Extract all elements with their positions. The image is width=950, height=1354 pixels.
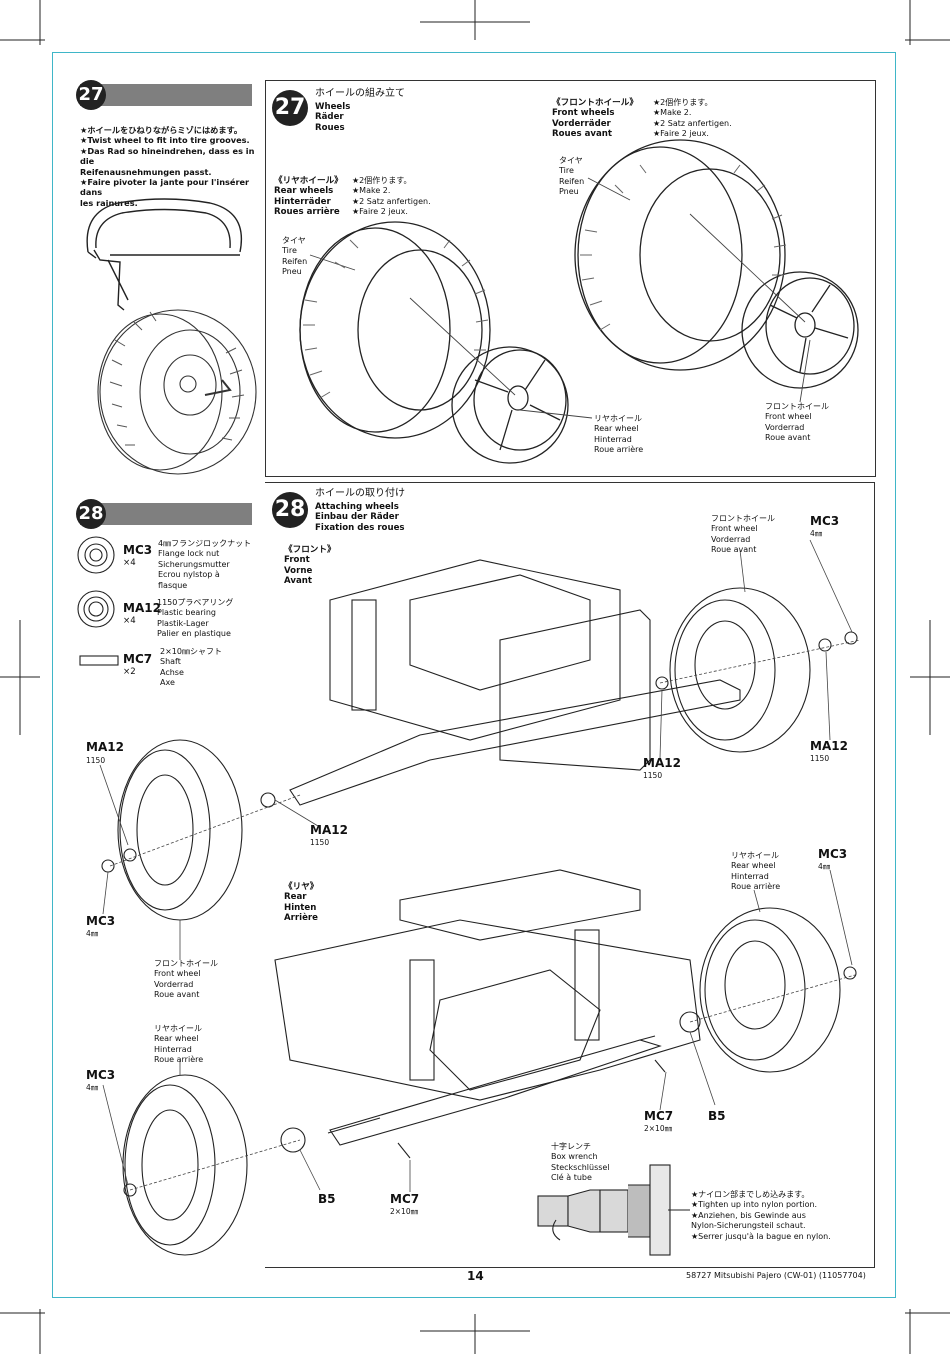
label-ma12-front-left-sub: 1150 [86,756,106,765]
label-mc3-rear-left-sub: 4㎜ [86,1083,99,1092]
label-mc3-rear-right-sub: 4㎜ [818,862,831,871]
part-code-mc3: MC3 [123,543,153,557]
step27-front-wheel-label: フロントホイール Front wheel Vorderrad Roue avan… [765,402,829,443]
step27-panel [265,80,876,477]
label-mc7-rear-left-sub: 2×10㎜ [390,1207,419,1216]
step28-sidebar-number: 28 [76,499,106,529]
part-code-ma12: MA12 [123,601,161,615]
step27-sidebar-header [80,84,252,106]
label-front-wheel-right: フロントホイール Front wheel Vorderrad Roue avan… [711,514,775,555]
label-mc3-front-right-sub: 4㎜ [810,529,823,538]
part-qty-mc3: ×4 [123,558,136,568]
label-rear-wheel-left: リヤホイール Rear wheel Hinterrad Roue arrière [154,1024,204,1065]
label-b5-rear-right: B5 [708,1109,726,1123]
step27-tire-label-front: タイヤ Tire Reifen Pneu [559,156,585,197]
label-mc3-front-right: MC3 [810,514,840,528]
step28-rear-heading: 《リヤ》 Rear Hinten Arrière [284,882,319,924]
label-mc7-rear-left: MC7 [390,1192,420,1206]
product-code: 58727 Mitsubishi Pajero (CW-01) (1105770… [686,1271,866,1280]
step27-rear-make: ★2個作ります。 ★Make 2. ★2 Satz anfertigen. ★F… [352,176,431,217]
step27-tire-label-rear: タイヤ Tire Reifen Pneu [282,236,308,277]
part-qty-mc7: ×2 [123,667,136,677]
part-desc-ma12: 1150プラベアリング Plastic bearing Plastik-Lage… [157,598,234,639]
step28-front-heading: 《フロント》 Front Vorne Avant [284,545,336,587]
part-qty-ma12: ×4 [123,616,136,626]
step27-rear-wheel-label: リヤホイール Rear wheel Hinterrad Roue arrière [594,414,644,455]
step27-front-heading: 《フロントホイール》 Front wheels Vorderräder Roue… [552,98,638,140]
step27-title: Wheels Räder Roues [315,102,351,133]
label-mc3-front-left: MC3 [86,914,116,928]
label-ma12-front-right-outer: MA12 [810,739,848,753]
step27-title-jp: ホイールの組み立て [315,88,405,99]
box-wrench-label: 十字レンチ Box wrench Steckschlüssel Clé à tu… [551,1142,610,1183]
step27-sidebar-number: 27 [76,80,106,110]
part-desc-mc7: 2×10㎜シャフト Shaft Achse Axe [160,647,222,688]
step27-number: 27 [272,90,308,126]
step28-sidebar-header [80,503,252,525]
label-ma12-front-center: MA12 [310,823,348,837]
page-number: 14 [467,1269,484,1283]
label-front-wheel-left: フロントホイール Front wheel Vorderrad Roue avan… [154,959,218,1000]
label-mc7-rear-right: MC7 [644,1109,674,1123]
label-mc3-rear-left: MC3 [86,1068,116,1082]
label-b5-rear-left: B5 [318,1192,336,1206]
part-code-mc7: MC7 [123,652,153,666]
label-mc3-front-left-sub: 4㎜ [86,929,99,938]
step28-title: Attaching wheels Einbau der Räder Fixati… [315,502,405,533]
label-ma12-front-right-outer-sub: 1150 [810,754,830,763]
step28-number: 28 [272,492,308,528]
step28-title-jp: ホイールの取り付け [315,488,405,499]
label-ma12-front-right-inner-sub: 1150 [643,771,663,780]
step27-front-make: ★2個作ります。 ★Make 2. ★2 Satz anfertigen. ★F… [653,98,732,139]
label-ma12-front-center-sub: 1150 [310,838,330,847]
label-mc3-rear-right: MC3 [818,847,848,861]
step27-rear-heading: 《リヤホイール》 Rear wheels Hinterräder Roues a… [274,176,343,218]
label-mc7-rear-right-sub: 2×10㎜ [644,1124,673,1133]
tighten-note: ★ナイロン部までしめ込みます。 ★Tighten up into nylon p… [691,1190,831,1241]
label-ma12-front-right-inner: MA12 [643,756,681,770]
page-border [52,52,896,1298]
step28-panel [265,482,875,1268]
label-ma12-front-left: MA12 [86,740,124,754]
label-rear-wheel-right: リヤホイール Rear wheel Hinterrad Roue arrière [731,851,781,892]
part-desc-mc3: 4㎜フランジロックナット Flange lock nut Sicherungsm… [158,539,252,590]
